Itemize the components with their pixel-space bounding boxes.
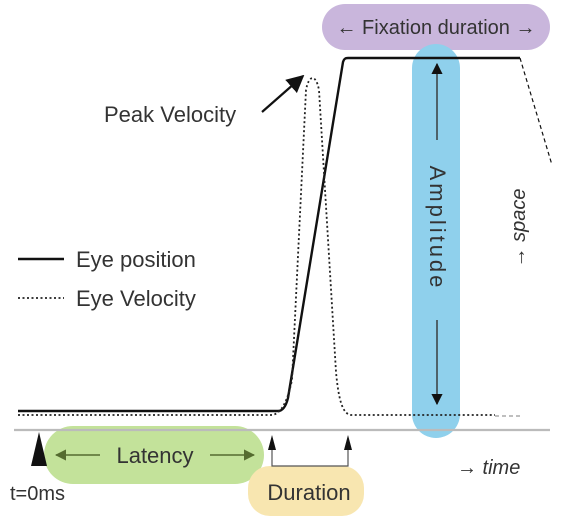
legend-eye-velocity: Eye Velocity xyxy=(76,286,196,311)
saccade-offset-arrow-icon xyxy=(344,435,352,450)
peak-velocity-label: Peak Velocity xyxy=(104,102,236,127)
fixation-duration-label: ← Fixation duration → xyxy=(337,17,536,39)
fixation-duration-bubble xyxy=(322,4,550,50)
peak-velocity-arrow xyxy=(261,74,305,113)
fixation-decay-line xyxy=(519,57,553,166)
amplitude-bubble xyxy=(412,44,460,438)
legend-eye-position: Eye position xyxy=(76,247,196,272)
latency-label: Latency xyxy=(116,443,193,468)
t0-label: t=0ms xyxy=(10,483,65,505)
latency-bubble xyxy=(44,426,264,484)
duration-label: Duration xyxy=(267,480,350,505)
eye-velocity-trace xyxy=(18,77,495,416)
space-label: → space xyxy=(508,189,530,268)
time-label: → time xyxy=(457,457,520,479)
saccade-onset-arrow-icon xyxy=(268,435,276,450)
duration-bubble xyxy=(248,466,364,516)
t0-arrow-icon xyxy=(31,432,47,466)
eye-position-trace xyxy=(18,56,520,413)
duration-bracket xyxy=(271,450,349,467)
amplitude-label: Amplitude xyxy=(425,166,450,291)
